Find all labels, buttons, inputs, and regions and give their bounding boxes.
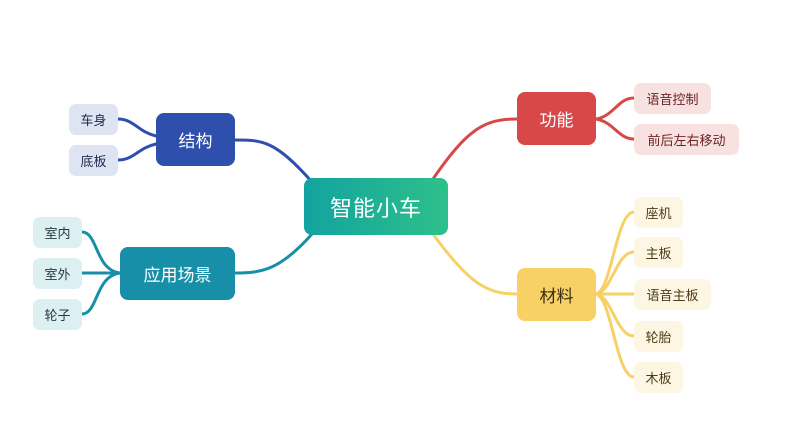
leaf-label: 语音控制 xyxy=(646,93,699,108)
leaf-node-material-4[interactable]: 木板 xyxy=(634,362,683,393)
leaf-node-material-2[interactable]: 语音主板 xyxy=(634,279,711,310)
link-root-function xyxy=(431,117,519,181)
link-root-structure xyxy=(233,138,314,184)
leaf-node-function-1[interactable]: 前后左右移动 xyxy=(634,124,739,155)
leaf-node-structure-0[interactable]: 车身 xyxy=(69,104,118,135)
link-scene-leaf-2 xyxy=(80,271,122,316)
link-structure-leaf-0 xyxy=(116,117,158,138)
link-root-material xyxy=(431,232,519,296)
leaf-label: 室外 xyxy=(44,268,71,283)
leaf-node-function-0[interactable]: 语音控制 xyxy=(634,83,711,114)
leaf-node-material-1[interactable]: 主板 xyxy=(634,237,683,268)
root-node-label: 智能小车 xyxy=(329,196,422,222)
leaf-label: 底板 xyxy=(80,155,107,170)
leaf-label: 主板 xyxy=(645,247,672,262)
leaf-node-material-3[interactable]: 轮胎 xyxy=(634,321,683,352)
branch-node-material-label: 材料 xyxy=(539,287,574,307)
branch-node-material[interactable]: 材料 xyxy=(517,268,596,321)
link-function-leaf-1 xyxy=(594,117,636,141)
leaf-label: 座机 xyxy=(645,207,672,222)
leaf-label: 轮胎 xyxy=(645,331,672,346)
link-root-scene xyxy=(233,232,314,275)
link-function-leaf-0 xyxy=(594,96,636,121)
link-material-leaf-0 xyxy=(594,210,636,296)
link-material-leaf-1 xyxy=(594,250,636,296)
branch-node-function[interactable]: 功能 xyxy=(517,92,596,145)
branch-node-structure[interactable]: 结构 xyxy=(156,113,235,166)
link-scene-leaf-0 xyxy=(80,230,122,275)
leaf-label: 车身 xyxy=(80,114,107,129)
leaf-node-material-0[interactable]: 座机 xyxy=(634,197,683,228)
branch-node-structure-label: 结构 xyxy=(178,132,213,152)
link-structure-leaf-1 xyxy=(116,142,158,162)
root-node[interactable]: 智能小车 xyxy=(304,178,448,235)
leaf-label: 语音主板 xyxy=(646,289,699,304)
leaf-label: 前后左右移动 xyxy=(647,134,726,149)
leaf-label: 木板 xyxy=(645,372,672,387)
leaf-label: 轮子 xyxy=(44,309,71,324)
leaf-node-structure-1[interactable]: 底板 xyxy=(69,145,118,176)
leaf-node-scene-0[interactable]: 室内 xyxy=(33,217,82,248)
leaf-node-scene-2[interactable]: 轮子 xyxy=(33,299,82,330)
branch-node-scene[interactable]: 应用场景 xyxy=(120,247,235,300)
leaf-node-scene-1[interactable]: 室外 xyxy=(33,258,82,289)
branch-node-scene-label: 应用场景 xyxy=(143,266,212,286)
leaf-label: 室内 xyxy=(44,227,71,242)
branch-node-function-label: 功能 xyxy=(539,111,574,131)
link-material-leaf-4 xyxy=(594,292,636,379)
